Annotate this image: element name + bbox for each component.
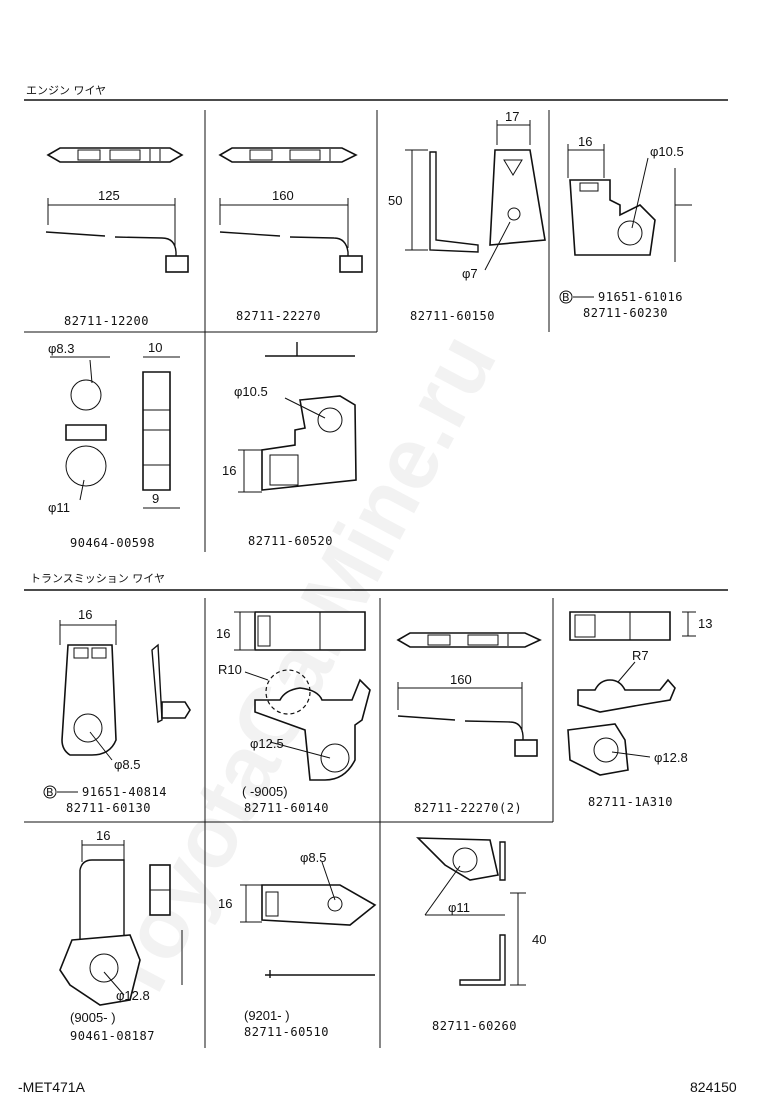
- part-number-82711-60230: 82711-60230: [583, 306, 668, 320]
- part-82711-22270-2-drawing: 160: [396, 632, 542, 757]
- part-82711-1A310-drawing: 13 R7 φ12.8: [567, 611, 712, 776]
- engine-grid: [24, 110, 550, 552]
- part-82711-60130-drawing: 16 φ8.5: [59, 607, 191, 772]
- part-7-hole: φ8.5: [114, 757, 141, 772]
- part-number-82711-12200: 82711-12200: [64, 314, 149, 328]
- svg-text:B: B: [46, 786, 54, 799]
- part-number-82711-22270-2: 82711-22270(2): [414, 801, 522, 815]
- part-number-82711-60150: 82711-60150: [410, 309, 495, 323]
- part-90464-00598-drawing: φ8.3 φ11 10 9: [48, 340, 180, 515]
- part-number-82711-60140: 82711-60140: [244, 801, 329, 815]
- part-4-hole: φ10.5: [650, 144, 684, 159]
- part-11-date-range: (9005- ): [70, 1010, 116, 1025]
- part-number-82711-60510: 82711-60510: [244, 1025, 329, 1039]
- section-engine-title: エンジン ワイヤ: [26, 84, 106, 97]
- part-90461-08187-drawing: 16 φ12.8: [59, 828, 183, 1006]
- part-12-height: 16: [218, 896, 232, 911]
- part-8-hole: φ12.5: [250, 736, 284, 751]
- part-6-height: 16: [222, 463, 236, 478]
- part-11-width: 16: [96, 828, 110, 843]
- part-number-90461-08187: 90461-08187: [70, 1029, 155, 1043]
- part-number-82711-60260: 82711-60260: [432, 1019, 517, 1033]
- svg-text:B: B: [562, 291, 570, 304]
- footer-right-code: 824150: [690, 1079, 737, 1095]
- part-7-width: 16: [78, 607, 92, 622]
- section-transmission-title: トランスミッション ワイヤ: [30, 572, 165, 585]
- part-5-dia-1: φ8.3: [48, 341, 75, 356]
- bolt-symbol-icon: B: [559, 290, 573, 304]
- transmission-grid: [24, 598, 554, 1048]
- part-12-date-range: (9201- ): [244, 1008, 290, 1023]
- part-8-height: 16: [216, 626, 230, 641]
- part-82711-22270-drawing: 160: [218, 147, 363, 273]
- part-number-82711-22270: 82711-22270: [236, 309, 321, 323]
- part-82711-60150-drawing: 17 50 φ7: [388, 109, 546, 281]
- bolt-symbol-icon: B: [43, 785, 57, 799]
- bolt-number-91651-61016: 91651-61016: [598, 290, 683, 304]
- part-3-hole: φ7: [462, 266, 478, 281]
- part-9-length: 160: [450, 672, 472, 687]
- part-11-hole: φ12.8: [116, 988, 150, 1003]
- part-1-length: 125: [98, 188, 120, 203]
- part-10-radius: R7: [632, 648, 649, 663]
- part-number-82711-60130: 82711-60130: [66, 801, 151, 815]
- part-6-hole: φ10.5: [234, 384, 268, 399]
- part-82711-12200-drawing: 125: [45, 147, 189, 273]
- part-82711-60520-drawing: φ10.5 16: [222, 342, 357, 493]
- part-3-height: 50: [388, 193, 402, 208]
- part-2-length: 160: [272, 188, 294, 203]
- part-5-dia-2: φ11: [48, 500, 70, 515]
- part-12-hole: φ8.5: [300, 850, 327, 865]
- part-4-width: 16: [578, 134, 592, 149]
- part-5-width-1: 10: [148, 340, 162, 355]
- part-number-82711-1A310: 82711-1A310: [588, 795, 673, 809]
- part-number-82711-60520: 82711-60520: [248, 534, 333, 548]
- part-number-90464-00598: 90464-00598: [70, 536, 155, 550]
- part-82711-60230-drawing: 16 φ10.5: [567, 134, 692, 262]
- part-82711-60140-drawing: 16 R10 φ12.5: [216, 611, 371, 781]
- footer-left-code: -MET471A: [18, 1079, 86, 1095]
- part-10-hole: φ12.8: [654, 750, 688, 765]
- part-3-width: 17: [505, 109, 519, 124]
- part-10-height: 13: [698, 616, 712, 631]
- part-5-width-2: 9: [152, 491, 159, 506]
- part-8-radius: R10: [218, 662, 242, 677]
- part-13-hole: φ11: [448, 900, 470, 915]
- part-82711-60260-drawing: 40 φ11: [416, 837, 546, 986]
- part-13-height: 40: [532, 932, 546, 947]
- part-82711-60510-drawing: 16 φ8.5: [218, 850, 377, 978]
- part-8-date-range: ( -9005): [242, 784, 288, 799]
- bolt-number-91651-40814: 91651-40814: [82, 785, 167, 799]
